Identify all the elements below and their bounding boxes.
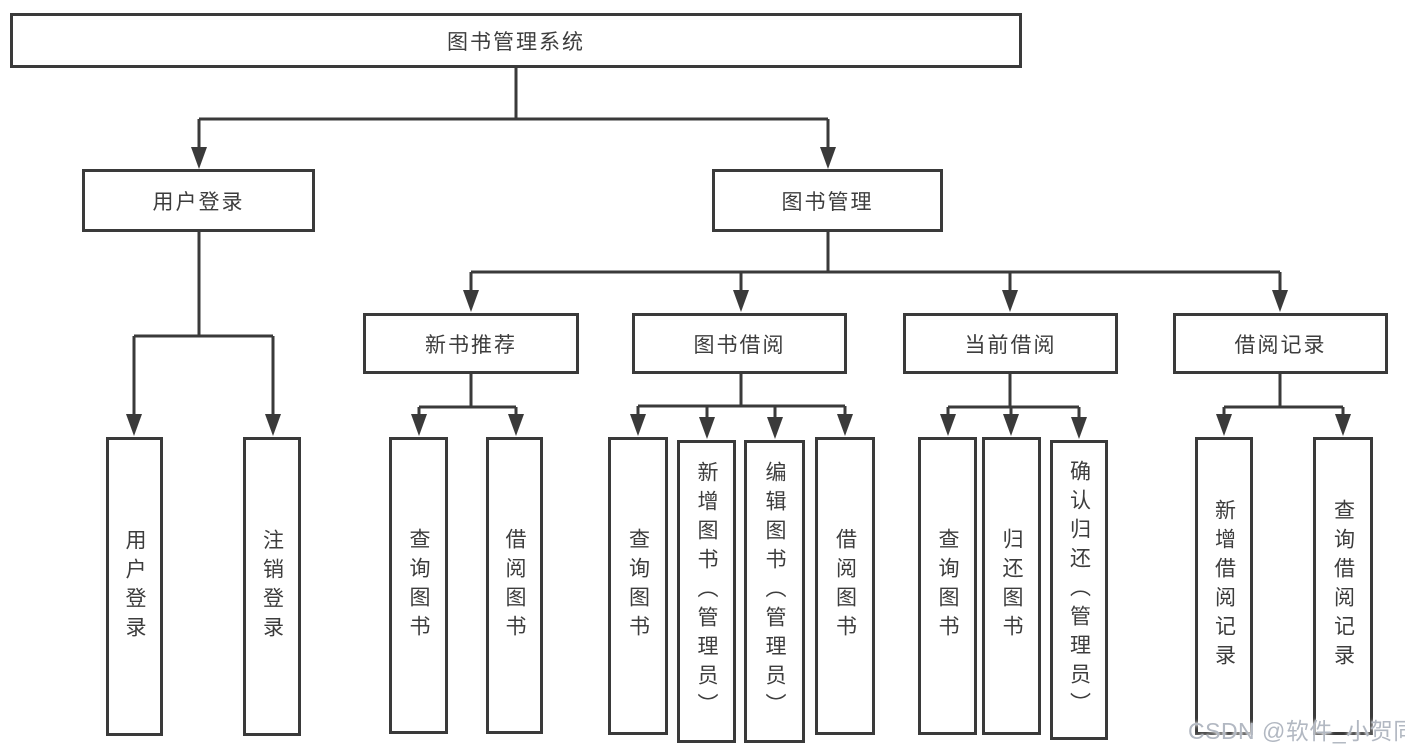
- node-label: 图书借阅: [693, 333, 786, 357]
- node-label: 借阅记录: [1234, 333, 1327, 357]
- node-new-book-recommend: 新书推荐: [363, 313, 579, 374]
- leaf-add-book-admin: 新增图书（管理员）: [677, 440, 736, 743]
- node-current-borrowing: 当前借阅: [903, 313, 1118, 374]
- node-label: 新书推荐: [425, 333, 517, 357]
- leaf-label: 查询图书: [936, 528, 959, 644]
- leaf-edit-book-admin: 编辑图书（管理员）: [744, 440, 805, 743]
- node-label: 用户登录: [152, 190, 245, 214]
- node-book-borrowing: 图书借阅: [632, 313, 847, 374]
- leaf-return-book: 归还图书: [982, 437, 1041, 735]
- leaf-label: 新增图书（管理员）: [695, 461, 718, 722]
- node-label: 图书管理系统: [447, 30, 585, 54]
- leaf-query-books: 查询图书: [608, 437, 668, 735]
- leaf-label: 用户登录: [123, 528, 146, 645]
- leaf-borrow-books: 借阅图书: [486, 437, 543, 734]
- node-label: 当前借阅: [964, 333, 1057, 357]
- leaf-label: 查询图书: [626, 528, 650, 644]
- leaf-add-borrow-record: 新增借阅记录: [1195, 437, 1253, 735]
- csdn-watermark: CSDN @软件_小贺同学: [1188, 718, 1405, 744]
- leaf-label: 借阅图书: [833, 528, 857, 644]
- node-user-login: 用户登录: [82, 169, 315, 232]
- leaf-label: 编辑图书（管理员）: [763, 461, 786, 722]
- node-library-management-system: 图书管理系统: [10, 13, 1022, 68]
- node-label: 图书管理: [781, 190, 874, 214]
- node-borrowing-records: 借阅记录: [1173, 313, 1388, 374]
- leaf-confirm-return-admin: 确认归还（管理员）: [1050, 440, 1108, 740]
- leaf-borrow-books: 借阅图书: [815, 437, 875, 735]
- leaf-label: 新增借阅记录: [1212, 499, 1236, 673]
- leaf-query-books: 查询图书: [389, 437, 448, 734]
- leaf-label: 注销登录: [260, 528, 284, 645]
- leaf-logout: 注销登录: [243, 437, 301, 736]
- leaf-query-books: 查询图书: [918, 437, 977, 735]
- leaf-label: 归还图书: [1000, 528, 1023, 644]
- node-book-management: 图书管理: [712, 169, 943, 232]
- leaf-label: 借阅图书: [503, 527, 526, 644]
- leaf-query-borrow-record: 查询借阅记录: [1313, 437, 1373, 735]
- leaf-label: 确认归还（管理员）: [1067, 459, 1091, 721]
- leaf-label: 查询图书: [407, 527, 430, 644]
- leaf-user-login: 用户登录: [106, 437, 163, 736]
- leaf-label: 查询借阅记录: [1331, 499, 1355, 673]
